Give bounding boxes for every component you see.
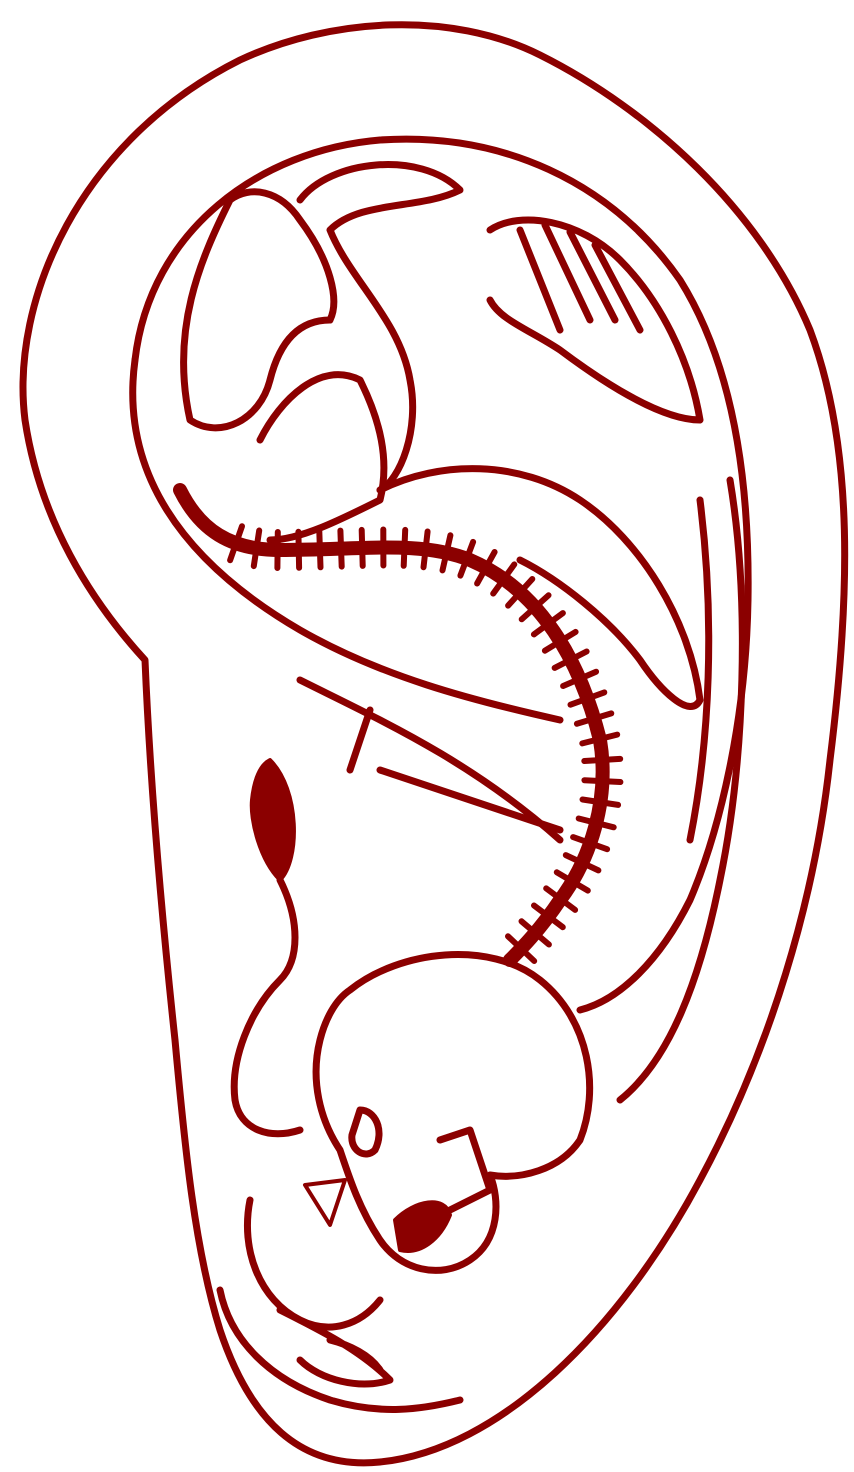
vertebra-tick xyxy=(298,532,299,568)
fetus-foot-left xyxy=(184,192,334,428)
tragus-outline xyxy=(234,880,300,1134)
antitragus-outline xyxy=(247,1200,380,1327)
vertebra-tick xyxy=(443,535,451,570)
vertebra-tick xyxy=(424,532,428,568)
fetus-eye-triangle xyxy=(305,1180,345,1225)
vertebra-tick xyxy=(362,530,363,566)
vertebra-tick xyxy=(584,759,620,761)
vertebra-tick xyxy=(319,531,320,567)
fetus-ear xyxy=(352,1110,379,1154)
vertebra-tick xyxy=(582,735,617,744)
fetus-torso xyxy=(260,375,384,540)
fetus-mouth xyxy=(395,1202,450,1251)
helix-lower-outline xyxy=(133,360,560,720)
vertebra-tick xyxy=(254,531,259,567)
fetus-jaw xyxy=(440,1130,490,1210)
ear-notch xyxy=(252,760,294,880)
vertebra-tick xyxy=(579,819,614,828)
fetus-fingers xyxy=(520,225,640,330)
fetus-arm xyxy=(380,469,700,707)
vertebra-tick xyxy=(404,530,406,566)
lobule-inner-line xyxy=(220,1290,460,1409)
vertebra-tick xyxy=(340,531,341,567)
vertebra-tick xyxy=(584,780,620,782)
lobule-hand xyxy=(280,1310,390,1384)
vertebra-tick xyxy=(583,800,619,805)
ear-outer-outline xyxy=(23,25,845,1463)
